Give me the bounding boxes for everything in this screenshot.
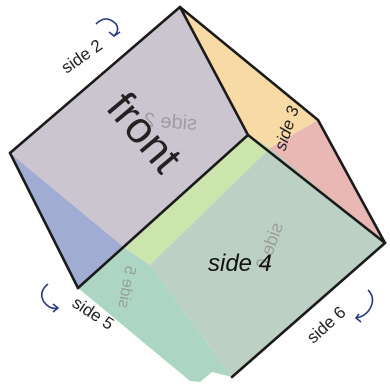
rotate-arrow-icon-side-6-head (354, 313, 362, 323)
outline-inner-ridge (76, 133, 387, 290)
face-side-4 (150, 148, 385, 377)
rotate-arrow-icon-side-2 (95, 18, 119, 37)
rotate-arrow-icon-side-5 (40, 283, 59, 310)
rotate-arrow-icon-side-5-head (52, 303, 60, 313)
label-side-2: side 2 (58, 36, 106, 78)
rotate-arrow-icon-side-6 (355, 289, 374, 319)
face-side-3-upper (180, 7, 318, 148)
cube-outline (8, 5, 387, 379)
rotate-arrow-icon-side-2-head (108, 31, 121, 37)
outline-top-right (178, 5, 387, 245)
outline-bottom-right (230, 241, 387, 379)
rotate-arrow-icon (40, 18, 374, 323)
ghost-label-side-2: side 2 (143, 109, 198, 135)
left-face-blue (10, 153, 125, 288)
face-side-3-lower (248, 120, 385, 243)
label-side-4: side 4 (208, 250, 272, 277)
face-side-4-top-band (125, 135, 270, 265)
face-side-5 (78, 248, 232, 382)
outline-left-edge (8, 151, 80, 290)
